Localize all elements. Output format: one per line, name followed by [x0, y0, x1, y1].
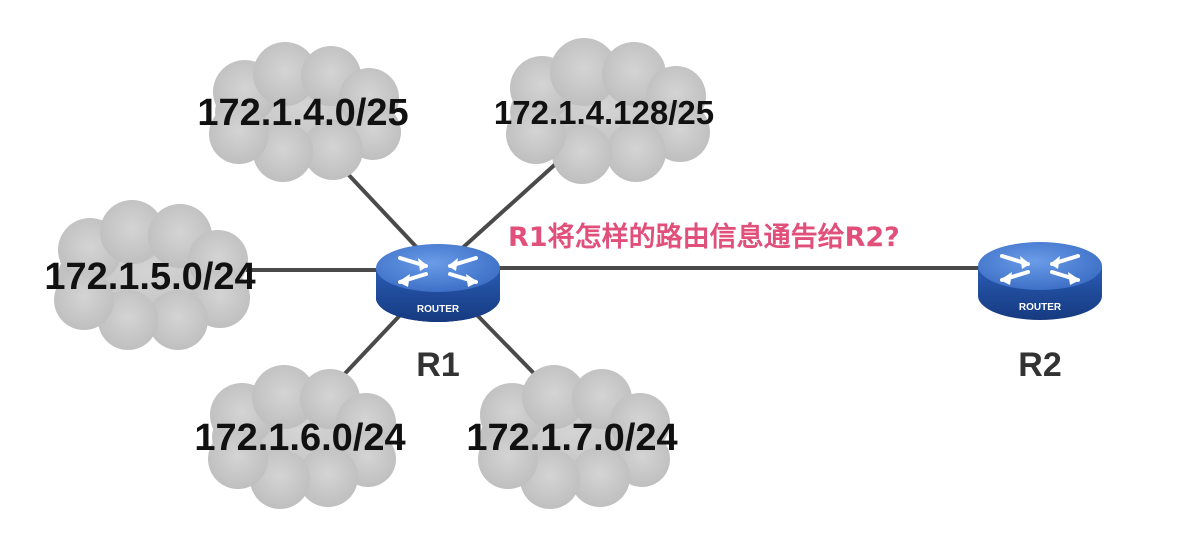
- question-annotation: R1将怎样的路由信息通告给R2?: [508, 221, 900, 253]
- router-icon: ROUTER: [978, 242, 1102, 320]
- router-name: R1: [416, 346, 459, 384]
- network-label: 172.1.5.0/24: [44, 256, 255, 298]
- router-tag: ROUTER: [1019, 302, 1062, 313]
- network-label: 172.1.7.0/24: [466, 417, 677, 459]
- network-cloud-net-5: 172.1.7.0/24: [466, 365, 677, 509]
- router-r1: ROUTER R1: [376, 244, 500, 384]
- network-label: 172.1.4.128/25: [494, 94, 714, 131]
- router-name: R2: [1018, 346, 1061, 384]
- router-tag: ROUTER: [417, 304, 460, 315]
- network-label: 172.1.6.0/24: [194, 417, 405, 459]
- router-r2: ROUTER R2: [978, 242, 1102, 384]
- network-cloud-net-4: 172.1.6.0/24: [194, 365, 405, 509]
- network-cloud-net-3: 172.1.5.0/24: [44, 200, 255, 350]
- network-cloud-net-1: 172.1.4.0/25: [197, 42, 408, 182]
- network-cloud-net-2: 172.1.4.128/25: [494, 38, 714, 184]
- router-icon: ROUTER: [376, 244, 500, 322]
- routers: ROUTER R1 ROUTER R2: [376, 242, 1102, 384]
- links: [240, 155, 1040, 400]
- network-label: 172.1.4.0/25: [197, 92, 408, 134]
